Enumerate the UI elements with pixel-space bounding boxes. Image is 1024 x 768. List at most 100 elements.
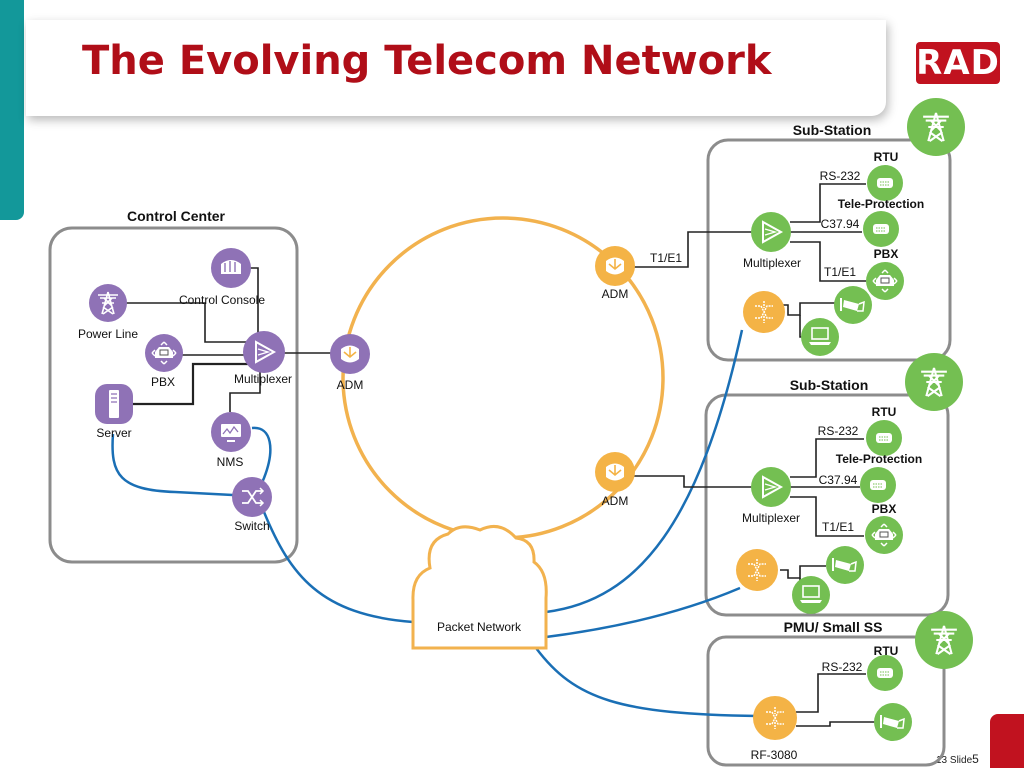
slide-title: The Evolving Telecom Network <box>82 38 772 84</box>
wire-ss1-rs232 <box>790 183 866 223</box>
ss2-rs232-label: RS-232 <box>818 424 859 438</box>
cc-multiplexer-node[interactable] <box>243 331 285 373</box>
server-label: Server <box>96 426 131 440</box>
wire-pmu-rs232 <box>796 673 866 713</box>
adm-top-label: ADM <box>602 287 629 301</box>
power-line-node[interactable] <box>89 284 127 322</box>
ss1-rs232-label: RS-232 <box>820 169 861 183</box>
title-panel <box>26 20 886 116</box>
ss1-rtu-label: RTU <box>874 150 899 164</box>
server-node[interactable] <box>95 384 133 424</box>
ss1-t1e1-in-label: T1/E1 <box>650 251 682 265</box>
wire-ss2-rs232 <box>790 438 864 478</box>
ss1-t1e1-out-label: T1/E1 <box>824 265 856 279</box>
wire-pmu-camera <box>796 721 876 727</box>
nms-node[interactable] <box>211 412 251 452</box>
rad-logo-text: RAD <box>916 43 1000 83</box>
cc-switch-node[interactable] <box>232 477 272 517</box>
packet-network-cloud <box>411 524 548 650</box>
adm-top-node[interactable] <box>595 246 635 286</box>
ss1-teleprotection-node[interactable] <box>863 211 899 247</box>
pmu-rs232-label: RS-232 <box>822 660 863 674</box>
ss2-laptop-node[interactable] <box>792 576 830 614</box>
ss2-pbx-node[interactable] <box>865 516 903 554</box>
ss2-tower-node <box>905 353 963 411</box>
rf3080-node[interactable] <box>753 696 797 740</box>
ss2-switch-node[interactable] <box>736 549 778 591</box>
nms-label: NMS <box>217 455 244 469</box>
substation-1-frame <box>706 138 952 362</box>
footer-text: 13 Slide <box>936 755 973 766</box>
ss1-multiplexer-node[interactable] <box>751 212 791 252</box>
left-accent-bar <box>0 0 24 220</box>
control-center-title: Control Center <box>127 208 226 224</box>
ss1-pbx-label: PBX <box>874 247 899 261</box>
ss1-tower-node <box>907 98 965 156</box>
ss2-laptop-circle <box>792 576 830 614</box>
adm-left-label: ADM <box>337 378 364 392</box>
adm-icon <box>605 256 625 276</box>
link-switch-packet <box>262 511 414 624</box>
link-packet-ss2 <box>545 586 741 639</box>
control-console-label: Control Console <box>179 293 265 307</box>
rtu-icon <box>876 667 894 679</box>
adm-left-node[interactable] <box>330 334 370 374</box>
ss2-multiplexer-label: Multiplexer <box>742 511 800 525</box>
cc-switch-label: Switch <box>234 519 269 533</box>
wire-ss1-pbx <box>790 241 866 282</box>
server-icon <box>108 389 120 419</box>
rad-logo: RAD <box>916 42 1000 84</box>
ss1-multiplexer-circle <box>751 212 791 252</box>
adm-bottom-node[interactable] <box>595 452 635 492</box>
ss1-switch-node[interactable] <box>743 291 785 333</box>
adm-icon <box>605 462 625 482</box>
ss2-rtu-node[interactable] <box>866 420 902 456</box>
pmu-rtu-node[interactable] <box>867 655 903 691</box>
slide-footer: 13 Slide5 <box>936 752 979 766</box>
link-server-switch <box>111 433 253 498</box>
ss1-teleprotection-label: Tele-Protection <box>838 197 924 211</box>
ss2-multiplexer-circle <box>751 467 791 507</box>
wire-powerline-mux <box>125 302 258 343</box>
wire-adm-ss1-mux <box>634 231 752 268</box>
pmu-title: PMU/ Small SS <box>784 619 883 635</box>
console-icon <box>220 259 242 275</box>
cc-multiplexer-label: Multiplexer <box>234 372 292 386</box>
ss2-pbx-label: PBX <box>872 502 897 516</box>
rf3080-label: RF-3080 <box>751 748 798 762</box>
wire-nms-mux <box>229 371 261 412</box>
ss2-camera-node[interactable] <box>826 546 864 584</box>
link-nms-switch <box>251 426 272 493</box>
rtu-icon <box>872 223 890 235</box>
wire-ss1-camera <box>782 302 835 316</box>
corner-tab <box>990 714 1024 768</box>
rtu-icon <box>876 177 894 189</box>
ss2-rtu-label: RTU <box>872 405 897 419</box>
ss1-camera-node[interactable] <box>834 286 872 324</box>
pmu-tower-node <box>915 611 973 669</box>
pmu-frame <box>706 635 946 767</box>
ss2-teleprotection-node[interactable] <box>860 467 896 503</box>
substation-2-frame <box>704 393 950 617</box>
link-packet-ss1 <box>545 329 744 614</box>
adm-icon <box>340 344 360 364</box>
rtu-icon <box>869 479 887 491</box>
ss2-c3794-label: C37.94 <box>819 473 858 487</box>
cc-pbx-node[interactable] <box>145 334 183 372</box>
ss1-laptop-circle <box>801 318 839 356</box>
wire-ss2-pbx <box>790 496 864 537</box>
ss1-rtu-node[interactable] <box>867 165 903 201</box>
control-console-node[interactable] <box>211 248 251 288</box>
pmu-camera-node[interactable] <box>874 703 912 741</box>
cc-multiplexer-circle <box>243 331 285 373</box>
ss1-title: Sub-Station <box>793 122 872 138</box>
ss2-multiplexer-node[interactable] <box>751 467 791 507</box>
ss1-pbx-node[interactable] <box>866 262 904 300</box>
adm-bottom-label: ADM <box>602 494 629 508</box>
link-packet-pmu <box>535 647 759 718</box>
ss1-laptop-node[interactable] <box>801 318 839 356</box>
ss2-t1e1-out-label: T1/E1 <box>822 520 854 534</box>
control-center-frame <box>48 226 299 564</box>
ss1-multiplexer-label: Multiplexer <box>743 256 801 270</box>
